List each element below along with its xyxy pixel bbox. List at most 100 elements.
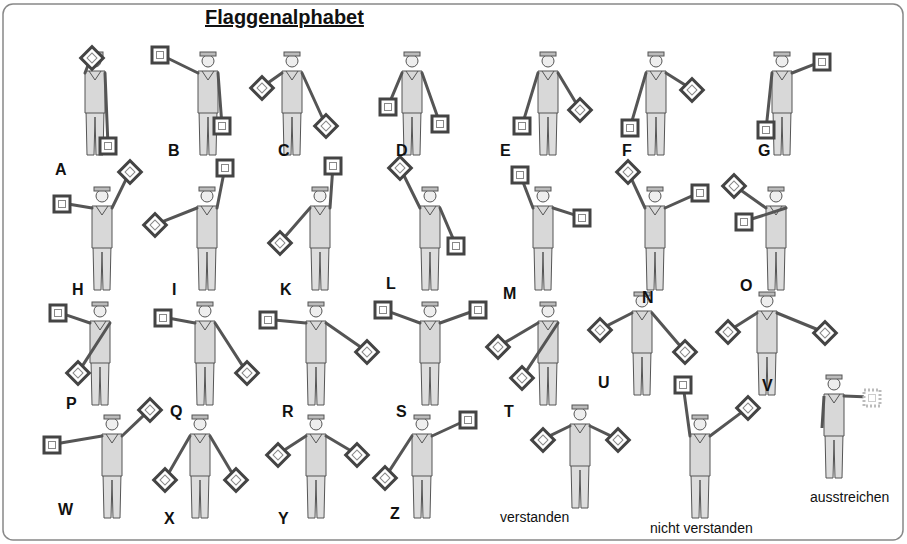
- arm: [735, 313, 757, 327]
- flag-center: [517, 373, 527, 383]
- cap: [692, 415, 708, 419]
- collar: [194, 434, 206, 443]
- flag-frame: [144, 214, 167, 237]
- arm: [326, 436, 350, 450]
- arm: [558, 73, 576, 102]
- arm: [172, 319, 195, 323]
- sailor-figure: [822, 375, 880, 478]
- legs: [421, 360, 439, 405]
- letter-label: R: [282, 404, 294, 420]
- flag: [217, 160, 233, 176]
- flag-center: [352, 450, 362, 460]
- torso: [757, 311, 777, 353]
- head: [537, 190, 549, 202]
- arm: [61, 436, 102, 443]
- flag-frame: [674, 341, 697, 364]
- cap: [92, 302, 108, 306]
- flag-center: [105, 143, 112, 150]
- flag-center: [330, 163, 337, 170]
- sailor-figure: [50, 302, 110, 405]
- letter-label: C: [278, 143, 290, 159]
- arm: [422, 73, 437, 115]
- arm: [608, 313, 632, 325]
- flag-center: [380, 473, 390, 483]
- sailor-figure: [380, 52, 448, 155]
- flag-frame: [225, 469, 248, 492]
- flag: [692, 185, 708, 201]
- flag-frame: [152, 47, 168, 63]
- flag-frame: [675, 377, 691, 393]
- head: [424, 305, 436, 317]
- flag-center: [627, 125, 634, 132]
- flag-center: [222, 165, 229, 172]
- flag: [54, 196, 70, 212]
- head: [776, 55, 788, 67]
- cap: [422, 187, 438, 191]
- head: [828, 378, 840, 390]
- arm: [632, 180, 645, 208]
- flag: [251, 77, 274, 100]
- flag: [119, 161, 142, 184]
- flag: [569, 99, 592, 122]
- cap: [197, 302, 213, 306]
- legs: [311, 245, 329, 290]
- flag: [225, 469, 248, 492]
- arm: [286, 208, 310, 236]
- flag-frame: [692, 185, 708, 201]
- arm: [404, 176, 420, 208]
- flag-frame: [217, 160, 233, 176]
- arm: [440, 208, 453, 238]
- cap: [774, 52, 790, 56]
- flag-center: [517, 172, 524, 179]
- sailor-figure: [260, 302, 378, 405]
- cap: [199, 187, 215, 191]
- torso: [306, 321, 326, 363]
- flag: [681, 79, 704, 102]
- flag-frame: [67, 362, 90, 385]
- flag-center: [493, 342, 503, 352]
- legs: [646, 245, 664, 290]
- head: [574, 408, 586, 420]
- torso: [402, 71, 422, 113]
- flag-frame: [736, 214, 752, 230]
- legs: [825, 433, 843, 478]
- sailor-figure: [389, 157, 464, 290]
- legs: [539, 360, 557, 405]
- sailor-figure: [617, 161, 708, 290]
- signal-name: verstanden: [500, 510, 569, 524]
- flag-frame: [432, 116, 448, 132]
- torso: [420, 321, 440, 363]
- legs: [307, 473, 325, 518]
- arm: [822, 396, 824, 428]
- flag-center: [538, 435, 548, 445]
- torso: [198, 71, 218, 113]
- flag-center: [729, 181, 739, 191]
- head: [201, 190, 213, 202]
- flag: [374, 467, 397, 490]
- cap: [414, 415, 430, 419]
- letter-label: W: [58, 502, 73, 518]
- flag-frame: [514, 118, 530, 134]
- flag: [758, 122, 774, 138]
- arm: [523, 183, 533, 208]
- flag-frame: [267, 444, 290, 467]
- flag: [389, 157, 412, 180]
- letter-label: P: [66, 396, 77, 412]
- head: [202, 55, 214, 67]
- head: [314, 190, 326, 202]
- legs: [571, 463, 589, 508]
- flag-center: [275, 238, 285, 248]
- letter-label: N: [642, 290, 654, 306]
- legs: [421, 245, 439, 290]
- signal-name: nicht verstanden: [650, 521, 753, 535]
- letter-label: M: [503, 286, 516, 302]
- torso: [310, 206, 330, 248]
- legs: [691, 473, 709, 518]
- arm: [590, 426, 610, 436]
- flag-frame: [622, 120, 638, 136]
- head: [770, 190, 782, 202]
- head: [94, 305, 106, 317]
- torso: [197, 206, 217, 248]
- letter-label: O: [740, 278, 752, 294]
- flag: [511, 367, 534, 390]
